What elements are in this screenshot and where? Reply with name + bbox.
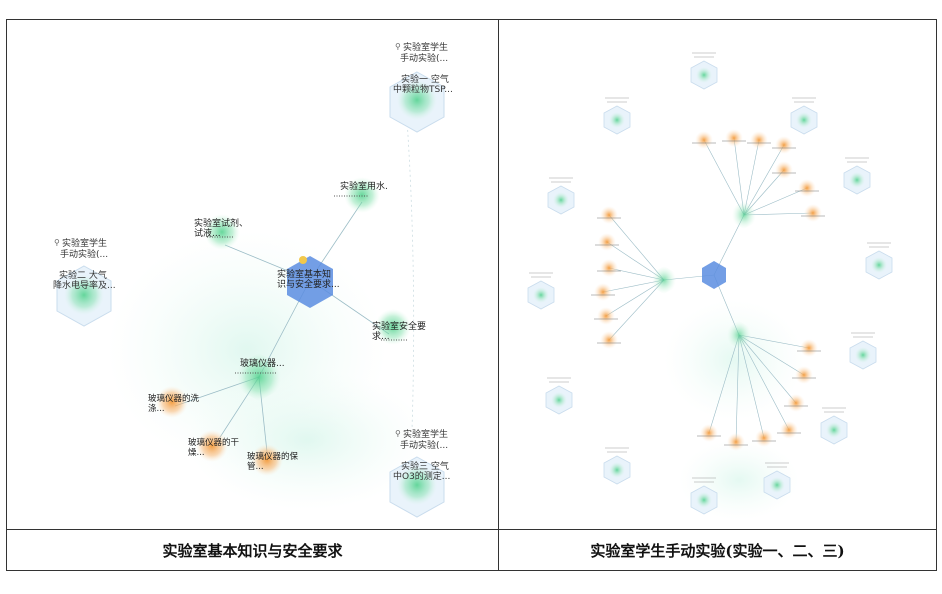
card-3-title-1: 实验室学生 <box>403 428 448 440</box>
orange-node <box>750 131 768 149</box>
orange-node <box>804 204 822 222</box>
card-1-body-2: 中颗粒物TSP... <box>393 83 453 95</box>
right-mindmap-panel <box>499 20 936 529</box>
mindmap-card-2[interactable]: ⚲ 实验室学生 手动实验(... 实验二 大气 降水电导率及... <box>53 237 116 327</box>
thumbnail-card-node <box>609 462 625 478</box>
orange-node <box>787 394 805 412</box>
node-store-label-1: 玻璃仪器的保 <box>247 451 299 462</box>
figure-frame <box>6 19 937 571</box>
thumbnail-card-node <box>826 422 842 438</box>
link-icon: ⚲ <box>395 42 401 51</box>
node-wash[interactable]: 玻璃仪器的洗 涤... <box>148 386 200 418</box>
orange-node <box>594 283 612 301</box>
orange-node <box>800 339 818 357</box>
node-reagent-label-2: 试液... <box>194 227 221 239</box>
thumbnail-card-node <box>769 477 785 493</box>
node-water-label: 实验室用水. <box>340 180 388 192</box>
card-2-body-2: 降水电导率及... <box>53 279 116 291</box>
node-glassware-label: 玻璃仪器... <box>240 357 285 369</box>
left-mindmap-panel: ⚲ 实验室学生 手动实验(... 实验一 空气 中颗粒物TSP... ⚲ 实验室… <box>7 20 498 529</box>
node-reagent[interactable]: 实验室试剂、 试液... <box>194 214 248 250</box>
card-3-body-1: 实验三 空气 <box>401 460 449 472</box>
mindmap-card-1[interactable]: ⚲ 实验室学生 手动实验(... 实验一 空气 中颗粒物TSP... <box>389 41 453 133</box>
orange-node <box>780 421 798 439</box>
card-3-body-2: 中O3的测定... <box>393 470 450 482</box>
hub-node <box>702 261 726 289</box>
orange-node <box>695 131 713 149</box>
card-1-title-2: 手动实验(... <box>400 52 448 64</box>
node-reagent-label-1: 实验室试剂、 <box>194 217 248 229</box>
orange-node <box>727 433 745 451</box>
orange-node <box>755 429 773 447</box>
center-node[interactable]: 实验室基本知 识与安全要求... <box>277 256 340 308</box>
node-store[interactable]: 玻璃仪器的保 管... <box>247 444 299 476</box>
orange-node <box>600 206 618 224</box>
center-node-label-2: 识与安全要求... <box>277 278 340 290</box>
edge <box>608 214 665 281</box>
edge <box>708 334 740 434</box>
link-icon: ⚲ <box>395 429 401 438</box>
orange-node <box>795 366 813 384</box>
caption-divider <box>6 529 937 530</box>
thumbnail-card-node <box>855 347 871 363</box>
left-caption: 实验室基本知识与安全要求 <box>162 542 343 560</box>
edge <box>703 139 745 216</box>
edge <box>608 279 665 341</box>
card-2-title-1: 实验室学生 <box>62 237 107 249</box>
node-water[interactable]: 实验室用水. <box>334 177 388 213</box>
edge <box>743 144 785 216</box>
thumbnail-card-node <box>696 67 712 83</box>
thumbnail-card-node <box>871 257 887 273</box>
card-3-title-2: 手动实验(... <box>400 439 448 451</box>
orange-node <box>798 179 816 197</box>
column-divider <box>498 19 499 571</box>
node-dry-label-2: 燥... <box>188 447 205 458</box>
orange-node <box>725 129 743 147</box>
orange-node <box>775 136 793 154</box>
mindmap-card-3[interactable]: ⚲ 实验室学生 手动实验(... 实验三 空气 中O3的测定... <box>389 428 450 518</box>
node-safety[interactable]: 实验室安全要 求... <box>372 309 426 345</box>
orange-node <box>597 307 615 325</box>
center-node-label-1: 实验室基本知 <box>277 268 331 280</box>
orange-node <box>600 259 618 277</box>
hub-node <box>652 266 676 294</box>
orange-node <box>700 424 718 442</box>
orange-node <box>600 331 618 349</box>
card-2-body-1: 实验二 大气 <box>59 269 107 281</box>
node-store-label-2: 管... <box>247 461 264 472</box>
thumbnail-card-node <box>551 392 567 408</box>
edge <box>738 334 790 431</box>
card-1-body-1: 实验一 空气 <box>401 73 449 85</box>
orange-node <box>598 233 616 251</box>
thumbnail-card-node <box>533 287 549 303</box>
node-wash-label-1: 玻璃仪器的洗 <box>148 393 200 404</box>
node-dry-label-1: 玻璃仪器的干 <box>188 437 240 448</box>
faint-edge <box>406 119 415 431</box>
thumbnail-card-node <box>796 112 812 128</box>
card-2-title-2: 手动实验(... <box>60 248 108 260</box>
edge <box>735 334 740 443</box>
thumbnail-card-node <box>849 172 865 188</box>
right-caption: 实验室学生手动实验(实验一、二、三) <box>590 542 845 560</box>
background-halo <box>187 370 427 510</box>
node-safety-label-1: 实验室安全要 <box>372 320 426 332</box>
hub-node <box>732 201 756 229</box>
link-icon: ⚲ <box>54 238 60 247</box>
thumbnail-card-node <box>609 112 625 128</box>
node-glassware[interactable]: 玻璃仪器... <box>235 353 285 401</box>
node-dry[interactable]: 玻璃仪器的干 燥... <box>188 430 240 462</box>
thumbnail-card-node <box>696 492 712 508</box>
thumbnail-card-node <box>553 192 569 208</box>
edge <box>738 334 797 404</box>
edge <box>738 334 765 439</box>
card-1-title-1: 实验室学生 <box>403 41 448 53</box>
node-safety-label-2: 求... <box>372 330 390 342</box>
hub-node <box>727 321 751 349</box>
star-badge-icon <box>299 256 307 264</box>
node-wash-label-2: 涤... <box>148 403 165 414</box>
orange-node <box>775 161 793 179</box>
